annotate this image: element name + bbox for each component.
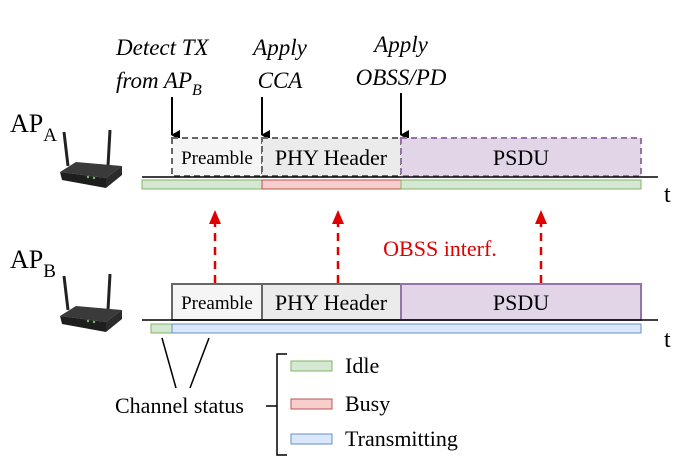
detect-tx-label-line1: Detect TX [115, 35, 210, 60]
ap-b-label: APB [10, 245, 56, 282]
ap-b-time-label: t [664, 327, 671, 353]
legend-swatch-transmitting [290, 433, 333, 445]
legend-bracket [276, 353, 287, 456]
ap-a-status-busy [261, 179, 402, 190]
apply-cca-label-line2: CCA [258, 68, 304, 93]
apply-obss-pd-label-line2: OBSS/PD [356, 65, 447, 90]
obss-interference-label: OBSS interf. [383, 236, 497, 261]
ap-b-phy-header-label: PHY Header [275, 290, 388, 315]
apply-cca-label-line1: Apply [251, 35, 307, 60]
ap-a-status-idle [141, 179, 263, 190]
channel-status-pointer-1 [161, 337, 177, 389]
legend-label-transmitting: Transmitting [345, 426, 458, 451]
ap-b-preamble-label: Preamble [181, 293, 253, 314]
ap-b-status-idle [150, 323, 173, 334]
ap-a-time-label: t [664, 182, 671, 208]
ap-a-status-idle-2 [400, 179, 642, 190]
ap-a-psdu-label: PSDU [493, 145, 549, 170]
legend-label-idle: Idle [345, 353, 379, 378]
interference-arrows [209, 210, 547, 283]
ap-b-preamble-block [171, 283, 263, 321]
ap-a-phy-header-label: PHY Header [275, 145, 388, 170]
ap-a-psdu-block [400, 137, 642, 177]
router-icon-a [60, 129, 122, 188]
ap-a-preamble-block [171, 137, 263, 177]
apply-obss-pd-label-line1: Apply [372, 32, 428, 57]
legend-label-busy: Busy [345, 391, 390, 416]
legend-swatch-busy [290, 398, 333, 410]
ap-a-phy-header-block [261, 137, 402, 177]
ap-a-preamble-label: Preamble [181, 148, 253, 169]
ap-b-status-transmitting [171, 323, 642, 334]
channel-status-pointer-2 [189, 337, 210, 389]
ap-b-psdu-block [400, 283, 642, 321]
router-icon-b [60, 273, 122, 332]
channel-status-label: Channel status [115, 393, 244, 418]
legend-swatch-idle [290, 360, 333, 372]
ap-a-label: APA [10, 109, 57, 146]
detect-tx-label-line2: from APB [116, 68, 202, 99]
ap-b-psdu-label: PSDU [493, 290, 549, 315]
